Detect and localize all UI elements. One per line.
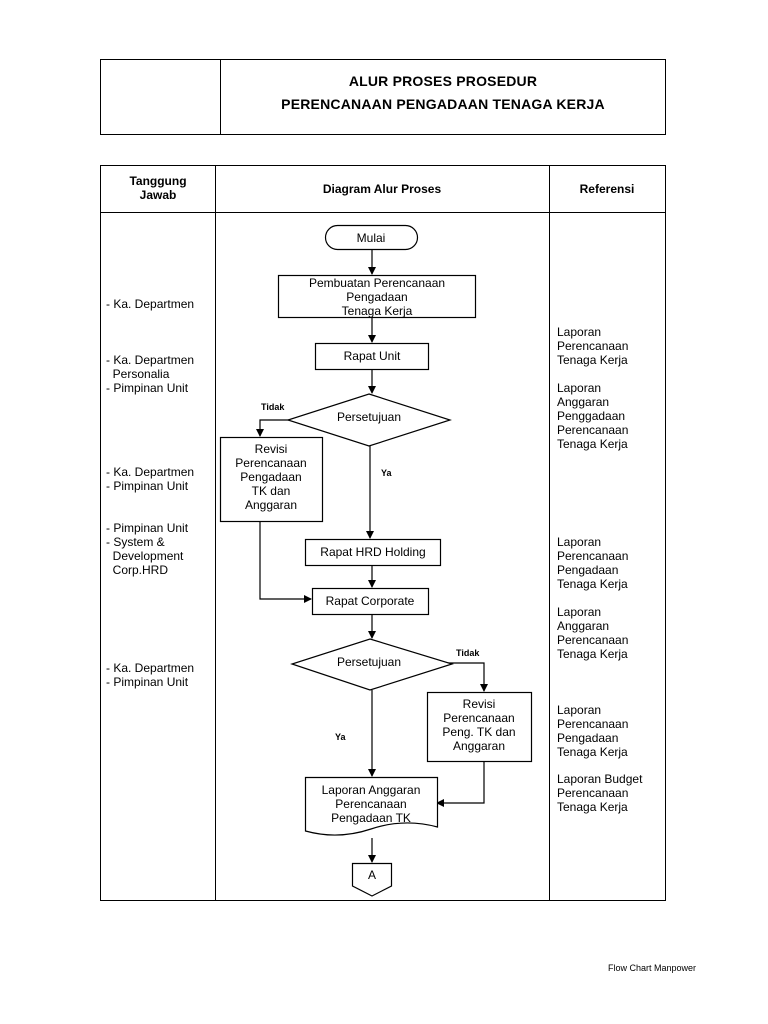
decision-1: Persetujuan <box>286 393 452 447</box>
step-rapat-hrd-holding: Rapat HRD Holding <box>304 538 442 567</box>
step-rapat-corporate: Rapat Corporate <box>311 587 430 616</box>
document-line-2: Perencanaan <box>335 797 406 811</box>
responsibility-3: - Ka. Departmen - Pimpinan Unit <box>106 465 195 493</box>
revision1-line-4: TK dan <box>252 484 291 498</box>
responsibility-5: - Ka. Departmen - Pimpinan Unit <box>106 661 195 689</box>
revision1-line-3: Pengadaan <box>240 470 301 484</box>
revision-1: Revisi Perencanaan Pengadaan TK dan Angg… <box>219 436 324 523</box>
header-box: ALUR PROSES PROSEDUR PERENCANAAN PENGADA… <box>100 59 666 135</box>
revision2-line-4: Anggaran <box>453 739 505 753</box>
revision1-line-1: Revisi <box>255 442 288 456</box>
decision1-label: Persetujuan <box>337 410 401 424</box>
decision2-no-label: Tidak <box>456 648 480 658</box>
step1-line-1: Pembuatan Perencanaan <box>309 276 445 290</box>
decision2-yes-label: Ya <box>335 732 347 742</box>
decision1-yes-label: Ya <box>381 468 393 478</box>
document-line-1: Laporan Anggaran <box>322 783 421 797</box>
step-rapat-unit: Rapat Unit <box>314 342 430 371</box>
reference-4: Laporan Anggaran Perencanaan Tenaga Kerj… <box>557 605 629 661</box>
revision2-line-1: Revisi <box>463 697 496 711</box>
col-head-responsibility-2: Jawab <box>140 188 177 202</box>
connector-label: A <box>368 868 376 882</box>
col-head-reference: Referensi <box>580 182 635 196</box>
start-terminator: Mulai <box>324 224 419 251</box>
step3-label: Rapat HRD Holding <box>320 545 425 559</box>
revision-2: Revisi Perencanaan Peng. TK dan Anggaran <box>426 691 533 763</box>
revision2-line-2: Perencanaan <box>443 711 514 725</box>
header-divider <box>220 60 221 134</box>
responsibility-1: - Ka. Departmen <box>106 297 195 311</box>
revision2-line-3: Peng. TK dan <box>442 725 515 739</box>
col-head-responsibility-1: Tanggung <box>129 174 186 188</box>
table-grid <box>100 165 666 901</box>
document-line-3: Pengadaan TK <box>331 811 411 825</box>
step4-label: Rapat Corporate <box>326 594 415 608</box>
reference-2: Laporan Anggaran Penggadaan Perencanaan … <box>557 381 629 451</box>
responsibility-2: - Ka. Departmen Personalia - Pimpinan Un… <box>106 353 195 395</box>
arrow-revision2-to-document <box>436 762 485 807</box>
reference-6: Laporan Budget Perencanaan Tenaga Kerja <box>557 772 643 814</box>
step1-line-2: Pengadaan <box>346 290 407 304</box>
title-line-2: PERENCANAAN PENGADAAN TENAGA KERJA <box>281 96 605 112</box>
reference-3: Laporan Perencanaan Pengadaan Tenaga Ker… <box>557 535 629 591</box>
step-perencanaan: Pembuatan Perencanaan Pengadaan Tenaga K… <box>277 274 477 319</box>
decision2-label: Persetujuan <box>337 655 401 669</box>
table-border <box>100 165 666 901</box>
step1-line-3: Tenaga Kerja <box>342 304 413 318</box>
reference-5: Laporan Perencanaan Pengadaan Tenaga Ker… <box>557 703 629 759</box>
decision-2: Persetujuan <box>290 638 455 691</box>
reference-1: Laporan Perencanaan Tenaga Kerja <box>557 325 629 367</box>
responsibility-4: - Pimpinan Unit - System & Development C… <box>106 521 189 577</box>
decision1-no-label: Tidak <box>261 402 285 412</box>
step2-label: Rapat Unit <box>344 349 401 363</box>
off-page-connector: A <box>351 862 393 897</box>
start-label: Mulai <box>357 231 386 245</box>
revision1-line-5: Anggaran <box>245 498 297 512</box>
arrow-revision1-to-step4 <box>259 522 312 603</box>
document-laporan: Laporan Anggaran Perencanaan Pengadaan T… <box>304 776 439 836</box>
title-line-1: ALUR PROSES PROSEDUR <box>348 73 538 89</box>
footer-caption: Flow Chart Manpower <box>607 963 696 973</box>
col-head-diagram: Diagram Alur Proses <box>323 182 442 196</box>
revision1-line-2: Perencanaan <box>235 456 306 470</box>
